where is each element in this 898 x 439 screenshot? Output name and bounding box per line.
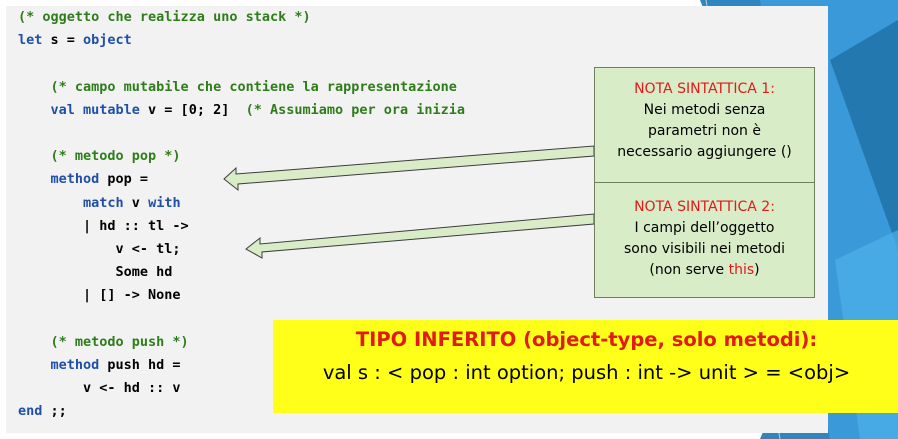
- code-line: method pop =: [18, 168, 465, 191]
- note1-line: parametri non è: [647, 123, 761, 139]
- code-token: push hd =: [99, 356, 181, 373]
- code-token: pop =: [99, 171, 149, 188]
- code-line: v <- tl;: [18, 238, 465, 261]
- note2-last-prefix: (non serve: [649, 262, 729, 278]
- note2-last-line: (non serve this): [595, 260, 814, 281]
- arrow-to-pop: [223, 145, 595, 192]
- code-line: | hd :: tl ->: [18, 215, 465, 238]
- code-token: let: [18, 32, 43, 49]
- inferred-type-banner: TIPO INFERITO (object-type, solo metodi)…: [273, 320, 898, 413]
- code-line: Some hd: [18, 261, 465, 284]
- code-token: (* metodo push *): [18, 333, 189, 350]
- code-listing: (* oggetto che realizza uno stack *) let …: [18, 6, 465, 423]
- code-token: object: [83, 32, 132, 49]
- code-token: Some hd: [18, 264, 173, 281]
- note-sintattica-2: NOTA SINTATTICA 2: I campi dell’oggetto …: [594, 182, 815, 298]
- code-token: match: [18, 194, 124, 211]
- code-token: with: [148, 194, 181, 211]
- code-token: s =: [42, 32, 84, 49]
- code-line: match v with: [18, 192, 465, 215]
- code-line: v <- hd :: v: [18, 377, 465, 400]
- code-line: let s = object: [18, 29, 465, 52]
- code-token: v: [123, 194, 149, 211]
- code-line: (* oggetto che realizza uno stack *): [18, 6, 465, 29]
- code-token: v = [0; 2]: [139, 101, 246, 118]
- code-token: method: [18, 171, 100, 188]
- arrow-to-v-tl: [245, 213, 595, 259]
- code-line: (* metodo push *): [18, 331, 465, 354]
- note1-title: NOTA SINTATTICA 1:: [634, 81, 775, 97]
- code-line: | [] -> None: [18, 284, 465, 307]
- code-token: val mutable: [18, 101, 140, 118]
- code-token: (* Assumiamo per ora inizia: [245, 101, 466, 118]
- note2-title: NOTA SINTATTICA 2:: [634, 199, 775, 215]
- code-token: method: [18, 356, 100, 373]
- code-token: | [] -> None: [18, 287, 181, 304]
- code-line: end ;;: [18, 400, 465, 423]
- code-line: method push hd =: [18, 354, 465, 377]
- code-token: (* oggetto che realizza uno stack *): [18, 9, 311, 25]
- code-token: | hd :: tl ->: [18, 217, 189, 234]
- code-token: v <- hd :: v: [18, 380, 181, 396]
- note1-line: Nei metodi senza: [643, 102, 766, 118]
- note-sintattica-1: NOTA SINTATTICA 1: Nei metodi senza para…: [594, 67, 815, 183]
- inferred-type-signature: val s : < pop : int option; push : int -…: [322, 361, 851, 384]
- note2-last-suffix: ): [754, 262, 760, 278]
- note2-line: sono visibili nei metodi: [623, 241, 786, 257]
- note2-this-keyword: this: [728, 262, 755, 278]
- code-line: (* campo mutabile che contiene la rappre…: [18, 76, 465, 99]
- note1-line: necessario aggiungere (): [617, 144, 792, 160]
- note2-line: I campi dell’oggetto: [634, 220, 775, 236]
- code-token: end: [18, 403, 43, 420]
- code-line: val mutable v = [0; 2] (* Assumiamo per …: [18, 99, 466, 122]
- code-token: ;;: [42, 403, 67, 420]
- code-token: v <- tl;: [18, 240, 181, 257]
- code-token: (* campo mutabile che contiene la rappre…: [18, 78, 457, 95]
- code-token: (* metodo pop *): [18, 148, 181, 165]
- inferred-type-title: TIPO INFERITO (object-type, solo metodi)…: [355, 328, 818, 351]
- code-line: (* metodo pop *): [18, 145, 465, 168]
